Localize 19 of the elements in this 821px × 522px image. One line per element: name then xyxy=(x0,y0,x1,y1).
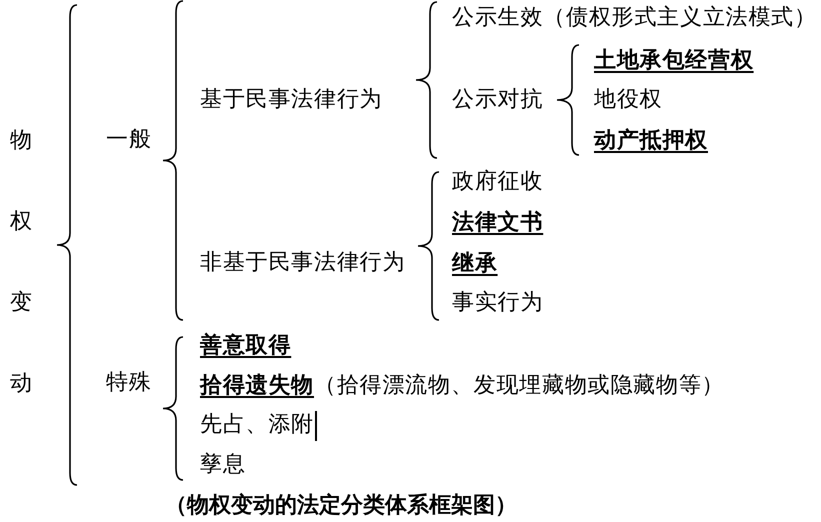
category-label: 基于民事法律行为 xyxy=(200,87,382,113)
vertical-heading: 物权变动 xyxy=(10,100,32,424)
item-label: 拾得遗失物（拾得漂流物、发现埋藏物或隐藏物等） xyxy=(200,372,724,399)
item-label: 地役权 xyxy=(594,87,662,113)
category-label: 公示对抗 xyxy=(452,87,544,113)
item-label: 土地承包经营权 xyxy=(594,47,754,73)
item-label: 政府征收 xyxy=(452,169,544,195)
item-label: 事实行为 xyxy=(452,290,544,316)
category-label: 公示生效（债权形式主义立法模式） xyxy=(452,5,817,31)
item-label: 继承 xyxy=(452,250,498,276)
category-label: 一般 xyxy=(106,127,152,153)
item-label: 善意取得 xyxy=(200,332,292,358)
figure-caption: （物权变动的法定分类体系框架图） xyxy=(165,492,517,518)
category-label: 非基于民事法律行为 xyxy=(200,250,406,276)
item-label: 动产抵押权 xyxy=(594,127,708,153)
item-label: 孳息 xyxy=(200,452,246,478)
item-label: 先占、添附 xyxy=(200,412,314,438)
category-label: 特殊 xyxy=(106,370,152,396)
item-label: 法律文书 xyxy=(452,209,544,235)
